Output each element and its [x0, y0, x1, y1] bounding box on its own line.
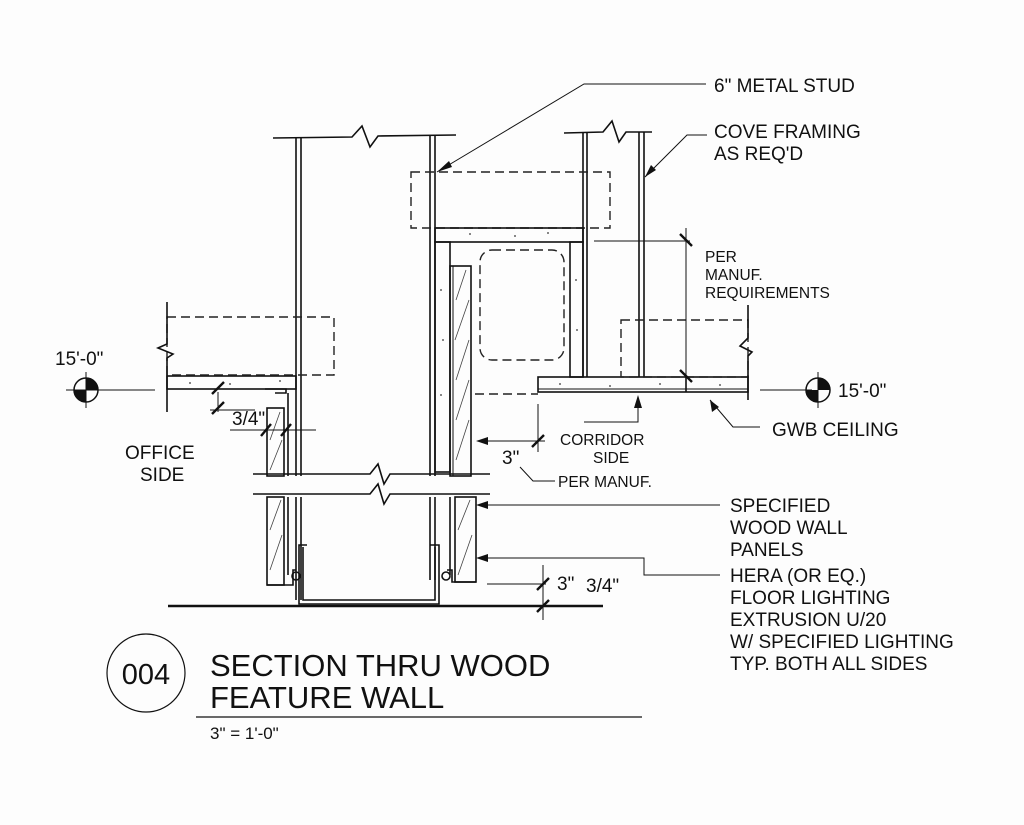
leaders — [66, 83, 812, 620]
drawing-title-2: FEATURE WALL — [210, 680, 444, 715]
drawing-scale: 3" = 1'-0" — [210, 724, 279, 743]
office-dim-label: 3/4" — [232, 409, 265, 430]
lighting-label-3: EXTRUSION U/20 — [730, 610, 886, 631]
lighting-label-4: W/ SPECIFIED LIGHTING — [730, 632, 954, 653]
wood-panels-label-2: WOOD WALL — [730, 518, 848, 539]
office-side-label-1: OFFICE — [125, 443, 195, 464]
break-line — [253, 462, 490, 506]
base-dim-label-1: 3" — [557, 574, 574, 595]
gwb-ceiling-office — [155, 302, 335, 412]
per-manuf-req-label-3: REQUIREMENTS — [705, 285, 830, 302]
cove-framing-label-1: COVE FRAMING — [714, 122, 861, 143]
lighting-label-1: HERA (OR EQ.) — [730, 566, 866, 587]
lighting-extrusion — [168, 544, 603, 608]
lighting-label-5: TYP. BOTH ALL SIDES — [730, 654, 927, 675]
cove-soffit — [434, 227, 584, 477]
per-manuf-req-label-1: PER — [705, 249, 737, 266]
elevation-marker-right — [805, 372, 831, 408]
corridor-side-label-1: CORRIDOR — [560, 432, 644, 449]
office-wall-layers — [266, 393, 477, 586]
office-side-label-2: SIDE — [140, 465, 184, 486]
wood-panels-label-3: PANELS — [730, 540, 804, 561]
drawing-number: 004 — [122, 659, 170, 691]
metal-stud-wall — [272, 124, 457, 600]
lighting-label-2: FLOOR LIGHTING — [730, 588, 890, 609]
per-manuf-req-label-2: MANUF. — [705, 267, 763, 284]
drawing-title-1: SECTION THRU WOOD — [210, 648, 550, 683]
base-dim-label-2: 3/4" — [586, 576, 619, 597]
cove-framing-label-2: AS REQ'D — [714, 144, 803, 165]
corridor-dim-label: 3" — [502, 448, 519, 469]
per-manuf-label: PER MANUF. — [558, 474, 652, 491]
title-block: 004 SECTION THRU WOOD FEATURE WALL 3" = … — [106, 633, 642, 743]
cove-framing — [410, 119, 652, 377]
gwb-ceiling-corridor — [475, 305, 754, 400]
elevation-right-label: 15'-0" — [838, 381, 886, 402]
gwb-ceiling-label: GWB CEILING — [772, 420, 899, 441]
elevation-marker-left — [73, 372, 99, 408]
metal-stud-label: 6" METAL STUD — [714, 76, 855, 97]
elevation-left-label: 15'-0" — [55, 349, 103, 370]
wood-panels-label-1: SPECIFIED — [730, 496, 830, 517]
corridor-side-label-2: SIDE — [593, 450, 629, 467]
